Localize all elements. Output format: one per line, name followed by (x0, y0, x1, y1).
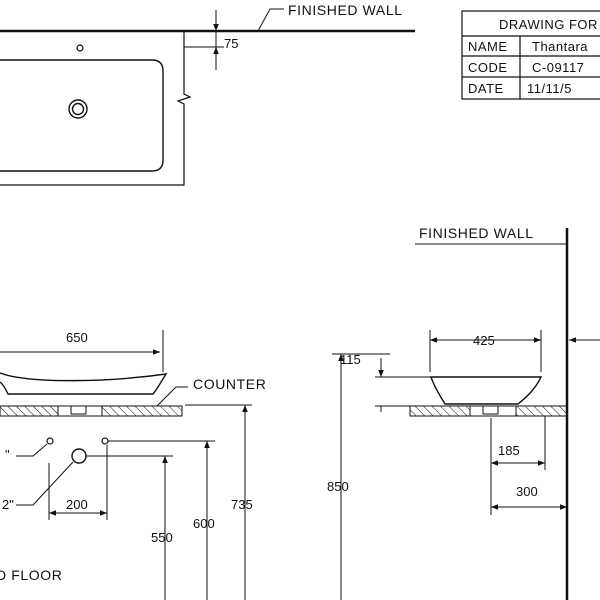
front-600-dim: 600 (193, 516, 215, 531)
front-650-dim: 650 (66, 330, 88, 345)
side-850-dim: 850 (327, 479, 349, 494)
front-view (0, 330, 252, 600)
front-200-dim: 200 (66, 497, 88, 512)
front-basin-profile (0, 372, 168, 395)
front-callout-a: " (5, 447, 10, 462)
title-block-header: DRAWING FOR (499, 17, 598, 32)
plan-tap-hole (76, 44, 84, 52)
title-block-key-name: NAME (468, 39, 508, 54)
plan-view (0, 8, 415, 186)
side-drain-body (482, 405, 499, 415)
title-block-key-code: CODE (468, 60, 508, 75)
front-735-dim: 735 (231, 497, 253, 512)
title-block (461, 10, 600, 100)
side-115-dim: 115 (340, 352, 361, 367)
front-tap-outlet (101, 437, 109, 445)
front-counter-hatch-right (101, 405, 183, 417)
plan-counter-outline (0, 31, 192, 186)
title-block-value-code: C-09117 (532, 60, 584, 75)
title-block-key-date: DATE (468, 81, 504, 96)
side-counter-hatch-left (409, 405, 471, 417)
title-block-value-name: Thantara (532, 39, 588, 54)
side-300-dim: 300 (516, 484, 538, 499)
front-floor-label: D FLOOR (0, 567, 62, 583)
side-counter-hatch-right (515, 405, 568, 417)
front-counter-leader (156, 386, 188, 407)
side-basin-profile (430, 376, 543, 405)
front-callout-b-leader (16, 461, 74, 506)
side-425-dim: 425 (473, 333, 495, 348)
front-counter-label: COUNTER (193, 376, 266, 392)
front-callout-a-leader (16, 443, 48, 457)
title-block-value-date: 11/11/5 (527, 81, 572, 96)
plan-drain-outer (68, 99, 88, 119)
front-counter-hatch-left (0, 405, 59, 417)
plan-75-dim: 75 (224, 36, 238, 51)
front-drain-outlet (71, 448, 87, 464)
side-finished-wall-label: FINISHED WALL (419, 225, 534, 241)
front-550-dim: 550 (151, 530, 173, 545)
plan-finished-wall-label: FINISHED WALL (288, 2, 403, 18)
plan-wall-leader (257, 8, 284, 32)
plan-drain-inner (71, 102, 85, 116)
plan-basin-outline (0, 59, 164, 172)
side-185-dim: 185 (498, 443, 520, 458)
front-drain-body (70, 405, 87, 415)
front-small-outlet (46, 437, 54, 445)
front-callout-b: 2" (2, 497, 14, 512)
side-view (332, 228, 600, 600)
